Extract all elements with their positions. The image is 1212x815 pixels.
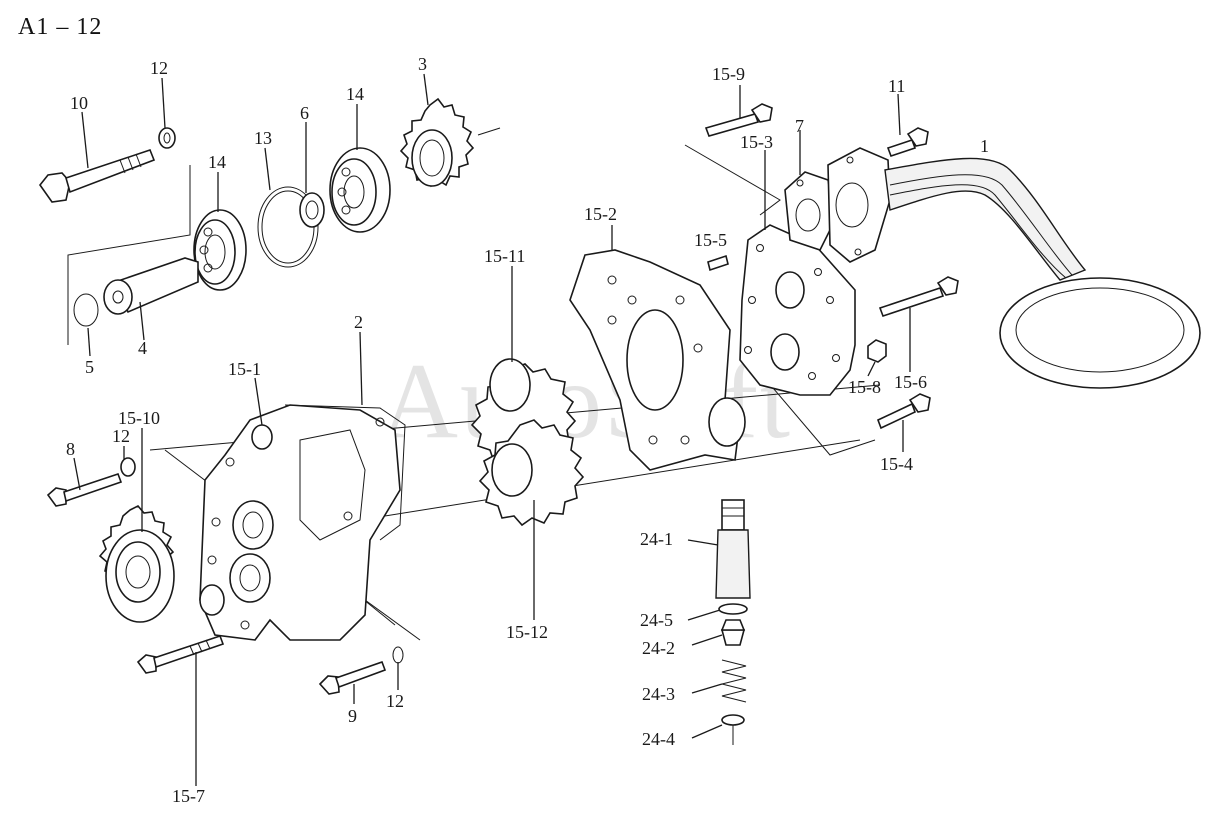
pump-body-15-2 <box>569 249 746 471</box>
callout-15-11: 15-11 <box>484 246 525 266</box>
shaft-4 <box>103 257 199 315</box>
callout-24-3: 24-3 <box>642 684 675 704</box>
callout-15-7: 15-7 <box>172 786 205 806</box>
callout-24-5: 24-5 <box>640 610 673 630</box>
callout-9: 9 <box>348 706 357 726</box>
gear-15-12 <box>478 419 585 527</box>
callout-24-1: 24-1 <box>640 529 673 549</box>
callout-14-left: 14 <box>208 152 226 172</box>
callout-15-2: 15-2 <box>584 204 617 224</box>
callout-4: 4 <box>138 338 147 358</box>
bolt-8 <box>46 472 123 507</box>
washer-24-4 <box>721 714 745 745</box>
bolt-10 <box>38 149 156 203</box>
callout-11: 11 <box>888 76 905 96</box>
callout-15-1: 15-1 <box>228 359 261 379</box>
bolt-15-4 <box>876 393 931 430</box>
callout-24-2: 24-2 <box>642 638 675 658</box>
callout-15-4: 15-4 <box>880 454 913 474</box>
spring-24-3 <box>721 659 747 703</box>
suction-pipe-1 <box>827 147 1201 389</box>
callout-15-5: 15-5 <box>694 230 727 250</box>
bolt-15-7 <box>136 634 225 674</box>
gasket-7 <box>784 171 836 251</box>
callout-5: 5 <box>85 357 94 377</box>
ring-5 <box>73 293 99 327</box>
callout-7: 7 <box>795 116 804 136</box>
washer-24-5 <box>718 603 748 615</box>
bolt-15-9 <box>704 103 773 137</box>
bearing-14-left <box>193 209 247 291</box>
diagram-title: A1 – 12 <box>18 14 103 40</box>
cover-plate-15-3 <box>739 224 856 396</box>
callout-14-right: 14 <box>346 84 364 104</box>
callout-10: 10 <box>70 93 88 113</box>
callout-labels: 12 10 14 13 6 14 3 5 4 2 15-1 15-10 12 8… <box>66 54 989 806</box>
washer-12-mid <box>120 457 136 477</box>
washer-12-low <box>392 646 404 664</box>
callout-12-low: 12 <box>386 691 404 711</box>
bolt-15-6 <box>878 276 959 318</box>
callout-1: 1 <box>980 136 989 156</box>
pump-housing-15-1 <box>199 404 406 641</box>
callout-15-3: 15-3 <box>740 132 773 152</box>
callout-3: 3 <box>418 54 427 74</box>
callout-leaders <box>73 73 911 786</box>
bolt-9 <box>318 660 387 695</box>
callout-15-12: 15-12 <box>506 622 548 642</box>
callout-15-9: 15-9 <box>712 64 745 84</box>
callout-12-mid: 12 <box>112 426 130 446</box>
washer-6 <box>299 192 325 228</box>
pin-15-5 <box>707 254 729 272</box>
callout-15-6: 15-6 <box>894 372 927 392</box>
callout-15-10: 15-10 <box>118 408 160 428</box>
bearing-14-right <box>329 147 391 233</box>
washer-12-top <box>158 127 176 149</box>
callout-2: 2 <box>354 312 363 332</box>
callout-13: 13 <box>254 128 272 148</box>
gear-3 <box>399 97 475 188</box>
callout-8: 8 <box>66 439 75 459</box>
callout-12-top: 12 <box>150 58 168 78</box>
callout-24-4: 24-4 <box>642 729 675 749</box>
nut-15-8 <box>867 339 887 363</box>
bolt-11 <box>886 127 929 158</box>
gear-15-10 <box>98 505 175 623</box>
valve-24-2 <box>720 619 746 646</box>
relief-valve-24-1 <box>715 499 751 599</box>
callout-15-8: 15-8 <box>848 377 881 397</box>
callout-6: 6 <box>300 103 309 123</box>
